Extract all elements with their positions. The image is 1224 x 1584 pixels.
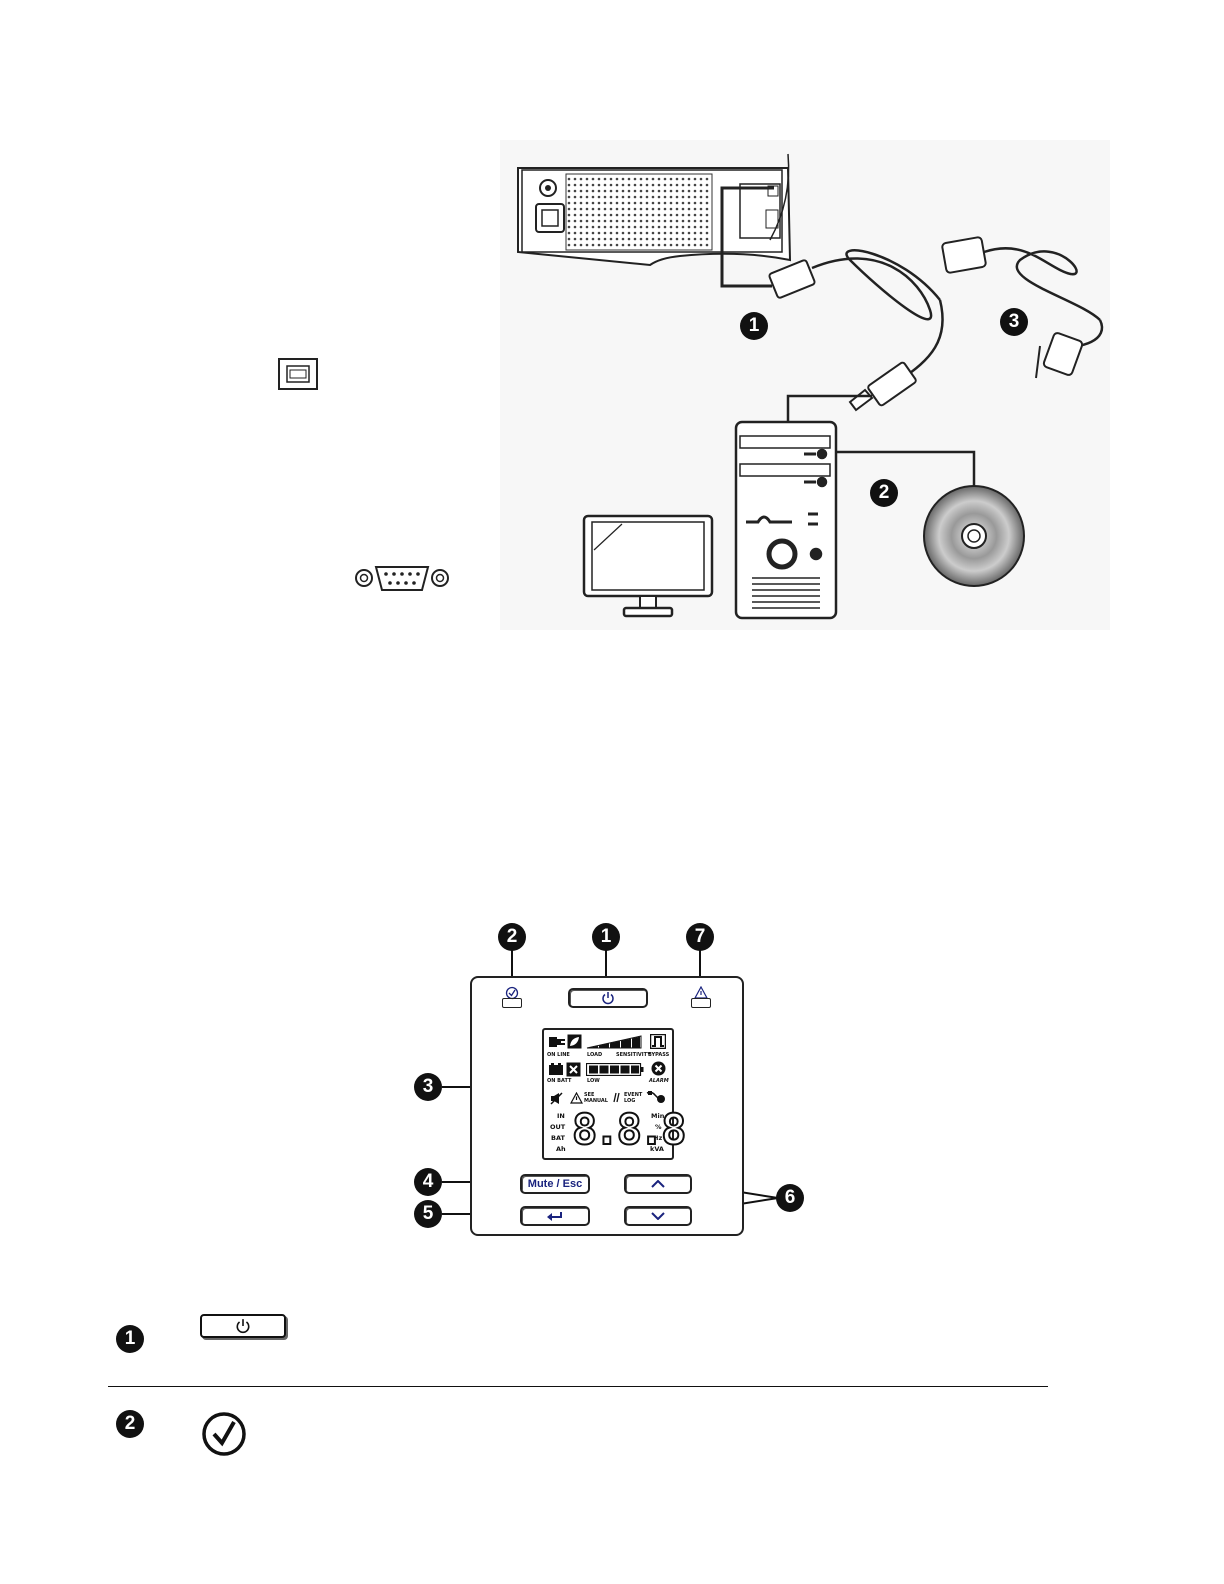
ups-rear-panel bbox=[517, 153, 792, 267]
callout-panel-7: 7 bbox=[686, 923, 714, 951]
eco-leaf-icon bbox=[567, 1034, 582, 1049]
lcd-low: LOW bbox=[587, 1078, 600, 1084]
scroll-up-button[interactable] bbox=[624, 1174, 692, 1194]
chevron-down-icon bbox=[651, 1212, 665, 1220]
serial-cable bbox=[941, 236, 1104, 379]
load-bar-icon bbox=[586, 1035, 642, 1049]
lcd-sensitivity: SENSITIVITY bbox=[616, 1052, 651, 1058]
online-led bbox=[502, 998, 522, 1008]
lcd-bypass: BYPASS bbox=[648, 1052, 670, 1058]
monitor bbox=[582, 514, 714, 618]
mute-esc-label: Mute / Esc bbox=[527, 1178, 583, 1190]
lcd-bat: BAT bbox=[551, 1134, 565, 1142]
table-row-1-power-button-icon bbox=[200, 1314, 286, 1338]
lcd-kva: kVA bbox=[650, 1145, 664, 1153]
mute-speaker-icon bbox=[550, 1092, 563, 1105]
lcd-event: EVENT bbox=[624, 1092, 643, 1098]
usb-port-icon bbox=[278, 358, 318, 390]
communication-icon bbox=[613, 1092, 620, 1103]
power-button[interactable] bbox=[568, 988, 648, 1008]
callout-panel-5: 5 bbox=[414, 1200, 442, 1228]
callout-panel-2: 2 bbox=[498, 923, 526, 951]
lcd-on-batt: ON BATT bbox=[547, 1078, 572, 1084]
alarm-x-icon bbox=[651, 1061, 666, 1076]
callout-panel-4: 4 bbox=[414, 1168, 442, 1196]
lcd-alarm: ALARM bbox=[649, 1078, 669, 1084]
battery-level-icon bbox=[586, 1063, 644, 1076]
lcd-digits: 8.8.8 bbox=[571, 1105, 687, 1155]
callout-connection-2: 2 bbox=[870, 479, 898, 507]
lcd-load: LOAD bbox=[587, 1052, 603, 1058]
mute-esc-button[interactable]: Mute / Esc bbox=[520, 1174, 590, 1194]
serial-port-icon bbox=[355, 566, 449, 591]
power-icon bbox=[236, 1319, 250, 1334]
scroll-down-button[interactable] bbox=[624, 1206, 692, 1226]
callout-panel-1: 1 bbox=[592, 923, 620, 951]
table-row-1-number: 1 bbox=[116, 1325, 144, 1353]
chevron-up-icon bbox=[651, 1180, 665, 1188]
enter-icon bbox=[547, 1212, 562, 1221]
connection-illustration bbox=[500, 140, 1110, 630]
lcd-hz: Hz bbox=[653, 1134, 663, 1142]
lcd-manual: MANUAL bbox=[584, 1098, 608, 1104]
online-check-icon bbox=[202, 1412, 246, 1456]
front-panel-diagram: 2 1 7 3 4 5 6 bbox=[0, 900, 1224, 1250]
usb-cable bbox=[720, 186, 944, 426]
callout-connection-1: 1 bbox=[740, 312, 768, 340]
callout-panel-6: 6 bbox=[776, 1184, 804, 1212]
computer-tower bbox=[734, 420, 838, 620]
callout-connection-3: 3 bbox=[1000, 308, 1028, 336]
bypass-icon bbox=[650, 1034, 666, 1049]
front-panel: ON LINE LOAD SENSITIVITY BYPASS bbox=[470, 976, 744, 1236]
battery-fault-icon bbox=[566, 1062, 581, 1077]
cd-disc bbox=[836, 450, 1025, 587]
lcd-on-line: ON LINE bbox=[547, 1052, 570, 1058]
table-row-2-number: 2 bbox=[116, 1410, 144, 1438]
battery-icon bbox=[549, 1063, 563, 1075]
site-wiring-fault-icon bbox=[646, 1091, 665, 1103]
lcd-percent: % bbox=[655, 1123, 662, 1131]
description-table: 1 2 bbox=[0, 1300, 1224, 1500]
fault-led bbox=[691, 998, 711, 1008]
online-plug-icon bbox=[549, 1037, 565, 1047]
power-icon bbox=[602, 992, 614, 1005]
lcd-log: LOG bbox=[624, 1098, 636, 1104]
lcd-ah: Ah bbox=[556, 1145, 566, 1153]
lcd-display: ON LINE LOAD SENSITIVITY BYPASS bbox=[542, 1028, 687, 1160]
lcd-in: IN bbox=[557, 1112, 565, 1120]
table-divider bbox=[108, 1386, 1048, 1387]
lcd-min: Min bbox=[651, 1112, 665, 1120]
lcd-out: OUT bbox=[550, 1123, 566, 1131]
connection-diagram: 1 2 3 bbox=[0, 0, 1224, 640]
lcd-see: SEE bbox=[584, 1092, 595, 1098]
enter-button[interactable] bbox=[520, 1206, 590, 1226]
see-manual-warning-icon bbox=[570, 1092, 583, 1104]
callout-panel-3: 3 bbox=[414, 1073, 442, 1101]
